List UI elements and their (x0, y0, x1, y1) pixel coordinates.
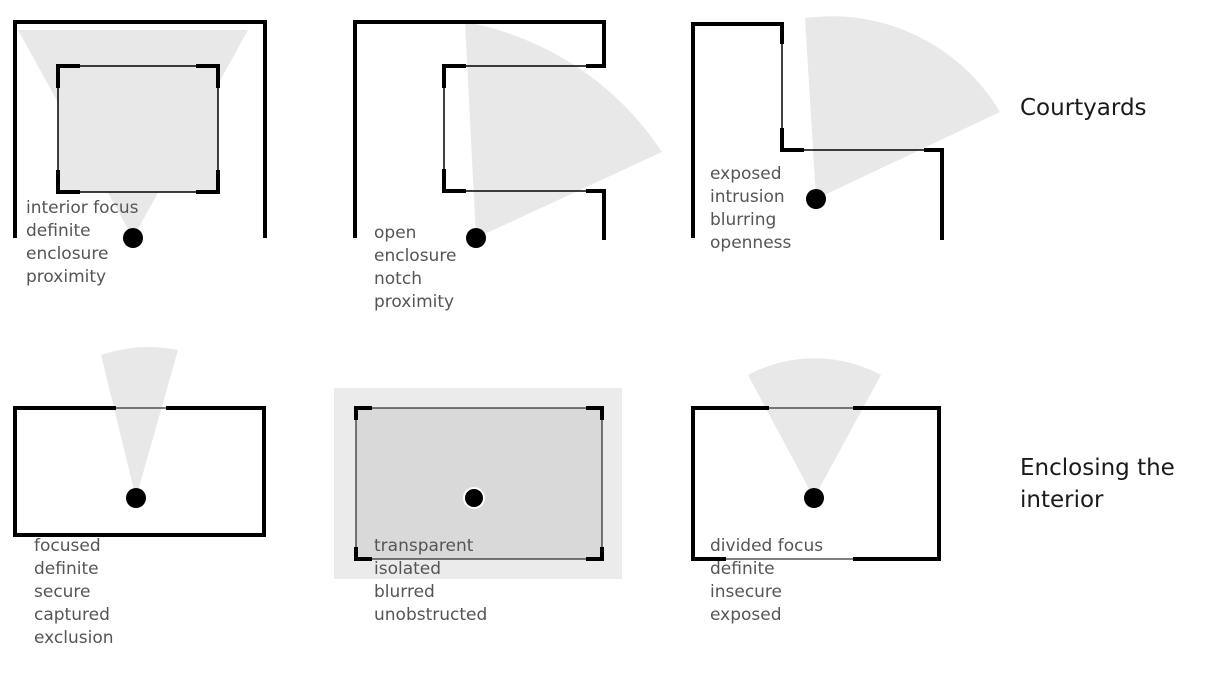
caption-line: openness (710, 233, 792, 253)
caption-line: definite (34, 559, 99, 579)
observer-dot (804, 488, 824, 508)
building-wall (13, 20, 267, 238)
courtyard-corners (780, 22, 944, 240)
caption-line: exposed (710, 164, 782, 184)
glass-room-outline (355, 407, 603, 560)
view-field (465, 22, 662, 238)
caption-line: exclusion (34, 628, 114, 648)
view-field (101, 347, 178, 498)
caption-line: interior focus (26, 198, 139, 218)
row-title-courtyards: Courtyards (1020, 95, 1147, 121)
room-walls (13, 406, 266, 537)
caption-line: definite (26, 221, 91, 241)
caption-line: blurred (374, 582, 435, 602)
caption-line: intrusion (710, 187, 785, 207)
observer-dot (126, 488, 146, 508)
caption-line: unobstructed (374, 605, 488, 625)
caption-line: isolated (374, 559, 442, 579)
caption-line: enclosure (26, 244, 109, 264)
caption-line: enclosure (374, 246, 457, 266)
diagram-focused (13, 347, 266, 537)
building-wall (691, 22, 782, 238)
building-wall (353, 20, 606, 238)
caption-divided-focus: divided focus definite insecure exposed (710, 535, 823, 627)
glass-room-fill (356, 408, 602, 559)
caption-line: open (374, 223, 417, 243)
caption-line: divided focus (710, 536, 824, 556)
caption-line: definite (710, 559, 775, 579)
row-title-line: Enclosing the (1020, 455, 1175, 481)
caption-focused: focused definite secure captured exclusi… (34, 535, 114, 650)
diagram-divided-focus (691, 358, 941, 561)
row-title-line: interior (1020, 487, 1104, 513)
caption-line: notch (374, 269, 422, 289)
diagram-interior-focus (13, 20, 267, 248)
courtyard-corners (56, 64, 220, 194)
caption-line: proximity (26, 267, 107, 287)
caption-transparent: transparent isolated blurred unobstructe… (374, 535, 487, 627)
caption-line: focused (34, 536, 101, 556)
view-field (805, 16, 1000, 200)
caption-line: proximity (374, 292, 455, 312)
courtyard-fill (58, 66, 218, 192)
caption-line: blurring (710, 210, 777, 230)
row-title-enclosing-interior: Enclosing the interior (1020, 452, 1175, 516)
diagram-open-enclosure (353, 20, 662, 248)
diagram-exposed-intrusion (691, 16, 1000, 240)
caption-open-enclosure: open enclosure notch proximity (374, 222, 456, 314)
courtyard-corners (442, 46, 606, 240)
observer-dot (466, 228, 486, 248)
caption-exposed-intrusion: exposed intrusion blurring openness (710, 163, 791, 255)
caption-line: insecure (710, 582, 783, 602)
caption-line: transparent (374, 536, 474, 556)
observer-dot (123, 228, 143, 248)
glass-room-corners (354, 406, 604, 561)
caption-line: secure (34, 582, 91, 602)
caption-line: captured (34, 605, 110, 625)
room-walls (691, 406, 941, 561)
caption-line: exposed (710, 605, 782, 625)
view-field (748, 358, 881, 498)
observer-dot (806, 189, 826, 209)
observer-dot (463, 487, 485, 509)
caption-interior-focus: interior focus definite enclosure proxim… (26, 197, 139, 289)
diagram-transparent (334, 388, 622, 579)
